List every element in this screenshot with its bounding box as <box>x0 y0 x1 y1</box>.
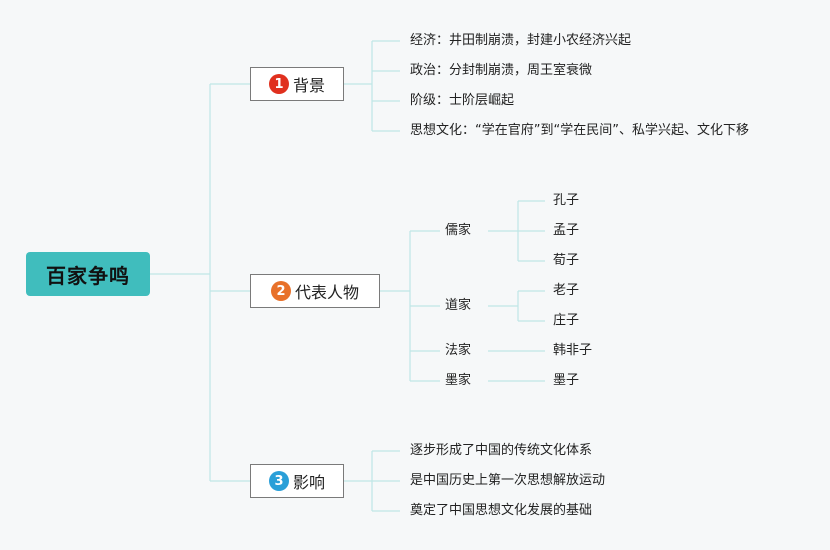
connector-dao-people <box>518 290 545 322</box>
person-laozi[interactable]: 老子 <box>553 283 580 298</box>
person-xunzi[interactable]: 荀子 <box>553 253 580 268</box>
root-topic[interactable]: 百家争鸣 <box>26 252 150 296</box>
leaf-influence-3[interactable]: 奠定了中国思想文化发展的基础 <box>410 503 593 518</box>
leaf-influence-1[interactable]: 逐步形成了中国的传统文化体系 <box>410 443 593 458</box>
connector-b3-leaves <box>372 450 400 512</box>
leaf-culture[interactable]: 思想文化：“学在官府”到“学在民间”、私学兴起、文化下移 <box>410 123 749 138</box>
school-confucianism[interactable]: 儒家 <box>445 223 472 238</box>
branch-representatives-label: 代表人物 <box>294 283 359 302</box>
root-topic-label: 百家争鸣 <box>46 263 130 288</box>
branch-influence-label: 影响 <box>292 473 325 492</box>
branch-background[interactable]: 1 背景 <box>250 67 344 101</box>
person-kongzi[interactable]: 孔子 <box>553 193 580 208</box>
leaf-politics[interactable]: 政治：分封制崩溃，周王室衰微 <box>410 63 593 78</box>
school-mohism[interactable]: 墨家 <box>445 373 472 388</box>
leaf-influence-2[interactable]: 是中国历史上第一次思想解放运动 <box>410 473 606 488</box>
person-hanfeizi[interactable]: 韩非子 <box>553 343 593 358</box>
number-badge-2: 2 <box>270 281 291 301</box>
number-badge-3: 3 <box>268 471 289 491</box>
connector-b1-leaves <box>372 40 400 132</box>
number-badge-1: 1 <box>268 74 289 94</box>
branch-influence[interactable]: 3 影响 <box>250 464 344 498</box>
person-mozi[interactable]: 墨子 <box>553 373 580 388</box>
leaf-class[interactable]: 阶级：士阶层崛起 <box>410 93 515 108</box>
connector-ru-people <box>518 200 545 262</box>
connector-b2-schools <box>410 230 440 382</box>
school-taoism[interactable]: 道家 <box>445 298 472 313</box>
branch-background-label: 背景 <box>292 76 325 95</box>
leaf-economy[interactable]: 经济：井田制崩溃，封建小农经济兴起 <box>410 33 632 48</box>
branch-representatives[interactable]: 2 代表人物 <box>250 274 380 308</box>
person-zhuangzi[interactable]: 庄子 <box>553 313 580 328</box>
school-legalism[interactable]: 法家 <box>445 343 472 358</box>
person-mengzi[interactable]: 孟子 <box>553 223 580 238</box>
